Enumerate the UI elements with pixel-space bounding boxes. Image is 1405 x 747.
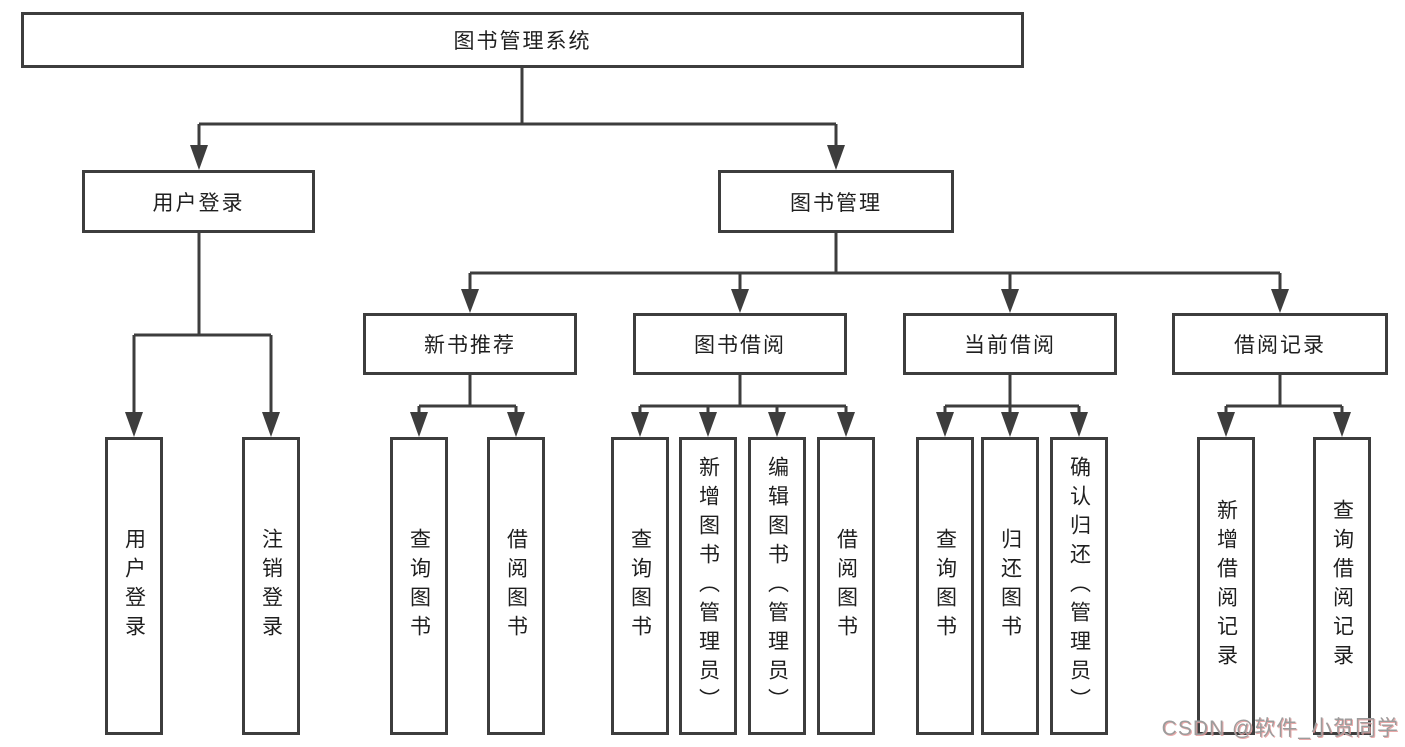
node-label: 新书推荐 xyxy=(424,334,516,357)
node-label: 注销登录 xyxy=(259,528,283,644)
leaf-borrow-book-2: 借阅图书 xyxy=(817,437,875,735)
node-label: 图书管理系统 xyxy=(453,30,592,53)
node-book-management: 图书管理 xyxy=(718,170,954,233)
leaf-add-borrow-record: 新增借阅记录 xyxy=(1197,437,1255,735)
leaf-query-book-3: 查询图书 xyxy=(916,437,974,735)
leaf-query-borrow-record: 查询借阅记录 xyxy=(1313,437,1371,735)
leaf-query-book-1: 查询图书 xyxy=(390,437,448,735)
node-label: 图书借阅 xyxy=(694,334,786,357)
node-root-library-system: 图书管理系统 xyxy=(21,12,1024,68)
leaf-confirm-return-admin: 确认归还（管理员） xyxy=(1050,437,1108,735)
node-borrow-records: 借阅记录 xyxy=(1172,313,1388,375)
leaf-add-book-admin: 新增图书（管理员） xyxy=(679,437,737,735)
node-label: 新增图书（管理员） xyxy=(696,455,720,717)
node-label: 编辑图书（管理员） xyxy=(765,455,789,717)
node-label: 新增借阅记录 xyxy=(1214,499,1238,673)
node-label: 查询借阅记录 xyxy=(1330,499,1354,673)
node-label: 用户登录 xyxy=(152,191,245,215)
node-user-login: 用户登录 xyxy=(82,170,315,233)
leaf-edit-book-admin: 编辑图书（管理员） xyxy=(748,437,806,735)
leaf-user-login: 用户登录 xyxy=(105,437,163,735)
node-label: 借阅图书 xyxy=(834,528,858,644)
node-book-borrow: 图书借阅 xyxy=(633,313,847,375)
leaf-return-book: 归还图书 xyxy=(981,437,1039,735)
node-label: 归还图书 xyxy=(998,528,1022,644)
node-label: 确认归还（管理员） xyxy=(1067,455,1091,717)
node-label: 查询图书 xyxy=(407,528,431,644)
csdn-watermark: CSDN @软件_小贺同学 xyxy=(1161,717,1399,740)
node-label: 用户登录 xyxy=(122,528,146,644)
arrowheads xyxy=(125,145,1351,437)
node-label: 查询图书 xyxy=(628,528,652,644)
node-label: 图书管理 xyxy=(790,191,882,215)
node-label: 查询图书 xyxy=(933,528,957,644)
leaf-logout: 注销登录 xyxy=(242,437,300,735)
leaf-borrow-book-1: 借阅图书 xyxy=(487,437,545,735)
node-current-borrow: 当前借阅 xyxy=(903,313,1117,375)
node-new-book-recommend: 新书推荐 xyxy=(363,313,577,375)
leaf-query-book-2: 查询图书 xyxy=(611,437,669,735)
node-label: 借阅图书 xyxy=(504,528,528,644)
node-label: 借阅记录 xyxy=(1234,334,1326,357)
node-label: 当前借阅 xyxy=(964,334,1056,357)
